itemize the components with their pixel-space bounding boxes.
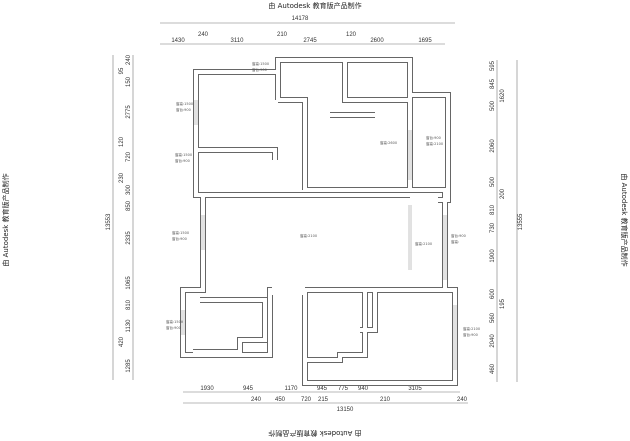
room-label: 窗高:2100 (300, 233, 317, 238)
dim-left-total: 13553 (106, 213, 112, 230)
right-dim: 200 (500, 188, 506, 199)
right-dim: 460 (490, 363, 496, 374)
dim-top: 120 (346, 32, 357, 38)
left-dim: 240 (126, 54, 132, 65)
left-dim: 2775 (126, 105, 132, 119)
room-label: 窗高:2100 (426, 141, 443, 146)
dim-top: 2745 (303, 38, 317, 44)
room-label: 窗高:1500 (166, 319, 183, 324)
room-label: 窗台:900 (166, 325, 181, 330)
dim-top-total: 14178 (292, 16, 309, 22)
left-dim: 420 (119, 336, 125, 347)
right-dim: 560 (490, 312, 496, 323)
right-dim: 810 (490, 204, 496, 215)
left-dim: 120 (119, 136, 125, 147)
left-dim: 150 (126, 76, 132, 87)
dim-bottom: 1170 (285, 386, 299, 392)
room-label: 窗高:2100 (415, 241, 432, 246)
dim-bottom: 945 (317, 386, 328, 392)
watermark-bottom: 由 Autodesk 教育版产品制作 (268, 429, 361, 438)
dim-bottom: 720 (301, 397, 312, 403)
right-dim: 195 (500, 298, 506, 309)
room-label: 窗台:900 (172, 236, 187, 241)
dim-right-total: 13555 (518, 213, 524, 230)
room-label: 窗台:900 (426, 135, 441, 140)
left-dim: 1065 (126, 276, 132, 290)
room-label: 窗高:1500 (252, 61, 269, 66)
left-dim: 810 (126, 299, 132, 310)
room-label: 窗台:900 (463, 332, 478, 337)
room-label: 窗高:2600 (380, 140, 397, 145)
dim-bottom-total: 13150 (337, 407, 354, 413)
left-dim: 850 (126, 200, 132, 211)
right-dim: 1620 (500, 89, 506, 103)
dim-top: 3110 (231, 38, 245, 44)
room-label: 窗台:900 (176, 107, 191, 112)
dim-top: 1430 (171, 38, 185, 44)
right-dim: 2060 (490, 139, 496, 153)
left-dim: 1285 (126, 359, 132, 373)
dim-top: 210 (277, 32, 288, 38)
dim-bottom: 210 (380, 397, 391, 403)
room-label: 窗高:1500 (172, 230, 189, 235)
watermark-left: 由 Autodesk 教育版产品制作 (1, 173, 10, 266)
left-dim: 2335 (126, 231, 132, 245)
right-dim: 600 (490, 288, 496, 299)
dim-bottom: 450 (275, 397, 286, 403)
dim-bottom: 945 (243, 386, 254, 392)
dim-top: 240 (198, 32, 209, 38)
dim-bottom: 240 (251, 397, 262, 403)
room-label: 窗台:900 (252, 67, 267, 72)
dim-bottom: 775 (338, 386, 349, 392)
dim-bottom: 3105 (408, 386, 422, 392)
left-dim: 1130 (126, 319, 132, 333)
room-label: 窗高: (451, 239, 459, 244)
right-dim: 845 (490, 78, 496, 89)
dimension-lines (112, 22, 518, 404)
watermark-top: 由 Autodesk 教育版产品制作 (268, 1, 361, 10)
dim-bottom: 240 (457, 397, 468, 403)
right-dim: 500 (490, 100, 496, 111)
room-label: 窗高:2100 (463, 326, 480, 331)
left-dim: 300 (126, 184, 132, 195)
dim-bottom: 940 (358, 386, 369, 392)
left-dim: 230 (119, 172, 125, 183)
right-dim: 595 (490, 60, 496, 71)
left-dim: 95 (119, 67, 125, 74)
watermark-right: 由 Autodesk 教育版产品制作 (620, 173, 629, 266)
right-dim: 500 (490, 176, 496, 187)
room-label: 窗台:900 (451, 233, 466, 238)
dim-top: 2600 (370, 38, 384, 44)
room-label: 窗台:900 (175, 158, 190, 163)
walls (180, 57, 458, 386)
right-dim: 2040 (490, 334, 496, 348)
right-dim: 1900 (490, 249, 496, 263)
room-label: 窗高:1500 (175, 152, 192, 157)
dim-bottom: 1930 (200, 386, 214, 392)
left-dim: 720 (126, 151, 132, 162)
room-label: 窗高:1500 (176, 101, 193, 106)
dim-top: 1695 (418, 38, 432, 44)
dim-bottom: 215 (318, 397, 329, 403)
right-dim: 730 (490, 222, 496, 233)
